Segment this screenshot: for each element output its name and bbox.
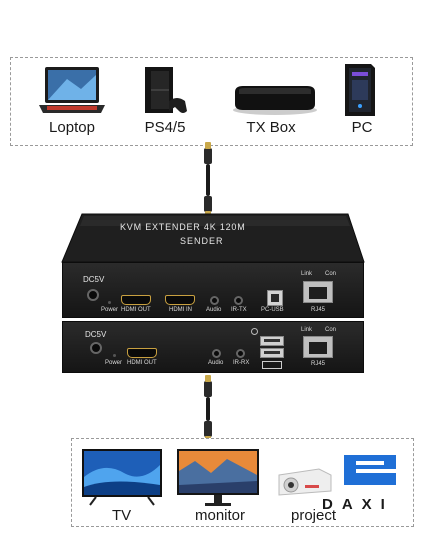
pc-tower-icon	[345, 64, 375, 116]
source-label-ps45: PS4/5	[144, 119, 186, 136]
projector-icon	[278, 468, 332, 496]
receiver-con-label: Con	[325, 327, 337, 333]
sender-link-label: Link	[301, 271, 313, 277]
hdmi-plug-top	[204, 142, 212, 164]
receiver-ir-label: IR-RX	[233, 360, 250, 366]
source-label-pc: PC	[351, 119, 373, 136]
sender-ir-label: IR-TX	[231, 307, 247, 313]
sender-power-label: Power	[101, 307, 119, 313]
hdmi-plug-bottom	[204, 196, 212, 218]
hdmi-cable-lower	[206, 397, 210, 421]
receiver-rj45-port[interactable]	[303, 336, 333, 358]
sender-unit: DC5V Power HDMI OUT HDMI IN Audio IR-TX …	[62, 262, 364, 318]
brand-logo	[344, 455, 396, 485]
receiver-hdmi-out-label: HDMI OUT	[127, 360, 157, 366]
tv-icon	[82, 449, 162, 506]
sender-ir-jack[interactable]	[234, 296, 243, 305]
sender-con-label: Con	[325, 271, 337, 277]
display-devices-panel: TV monitor project	[71, 438, 414, 527]
sender-power-led	[108, 301, 111, 304]
sender-dc-jack[interactable]	[87, 289, 99, 301]
sender-hdmi-in-label: HDMI IN	[169, 307, 192, 313]
brand-name: DAXI	[322, 496, 394, 513]
receiver-unit: DC5V Power HDMI OUT Audio IR-RX Link Con…	[62, 321, 364, 373]
sender-hdmi-in-port[interactable]	[165, 295, 195, 305]
sender-hdmi-out-label: HDMI OUT	[121, 307, 151, 313]
receiver-hdmi-out-port[interactable]	[127, 348, 157, 358]
hdmi-cable-upper	[206, 164, 210, 196]
receiver-dc-jack[interactable]	[90, 342, 102, 354]
monitor-icon	[177, 449, 259, 506]
sender-rj45-port[interactable]	[303, 281, 333, 303]
sender-hdmi-out-port[interactable]	[121, 295, 151, 305]
display-label-projector: project	[291, 507, 337, 524]
sender-subtitle: SENDER	[180, 236, 224, 246]
receiver-rj45-label: RJ45	[311, 361, 326, 367]
receiver-link-label: Link	[301, 327, 313, 333]
game-console-icon	[145, 67, 187, 113]
source-devices-panel: Loptop PS4/5 TX Box PC	[10, 57, 413, 146]
hdmi-plug-lower-top	[204, 375, 212, 397]
receiver-dc-label: DC5V	[85, 330, 107, 339]
receiver-power-label: Power	[105, 360, 123, 366]
sender-usb-b-port[interactable]	[267, 290, 283, 306]
sender-rj45-label: RJ45	[311, 307, 326, 313]
sender-audio-label: Audio	[206, 307, 222, 313]
source-label-laptop: Loptop	[49, 119, 95, 136]
laptop-icon	[39, 67, 105, 113]
tv-box-icon	[233, 86, 317, 115]
sender-title: KVM EXTENDER 4K 120M	[120, 222, 246, 232]
display-label-monitor: monitor	[195, 507, 246, 524]
sender-usb-label: PC-USB	[261, 307, 284, 313]
receiver-power-led	[113, 354, 116, 357]
receiver-audio-label: Audio	[208, 360, 224, 366]
receiver-ir-jack[interactable]	[236, 349, 245, 358]
receiver-audio-jack[interactable]	[212, 349, 221, 358]
sender-audio-jack[interactable]	[210, 296, 219, 305]
display-label-tv: TV	[112, 507, 132, 524]
receiver-usb-a-port-2[interactable]	[260, 348, 284, 358]
receiver-usb-a-port-1[interactable]	[260, 336, 284, 346]
hdmi-plug-lower-bottom	[204, 421, 212, 443]
receiver-usb-kbd-icon	[262, 361, 282, 369]
sender-dc-label: DC5V	[83, 275, 105, 284]
receiver-ir-eye-icon	[251, 328, 258, 335]
sender-top-face	[61, 213, 365, 263]
source-label-tx-box: TX Box	[246, 119, 296, 136]
